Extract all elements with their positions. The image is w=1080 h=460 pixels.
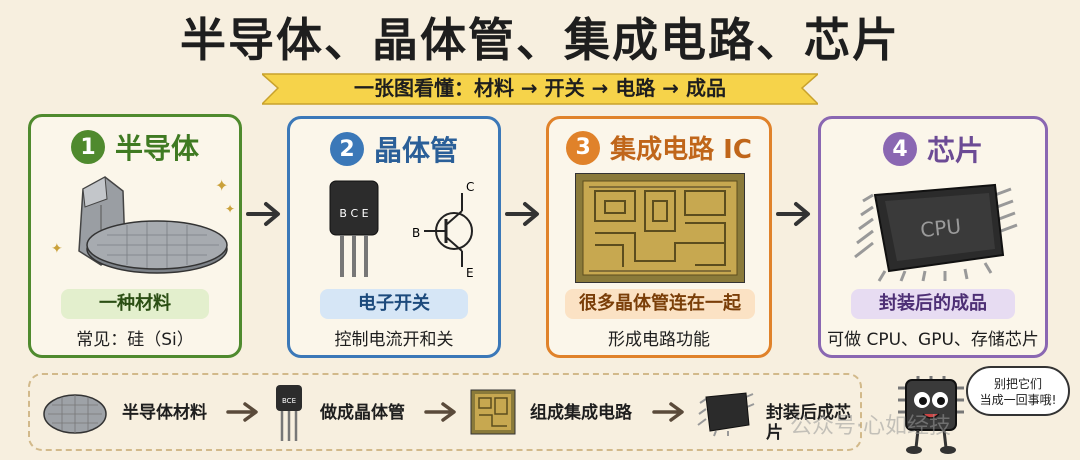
card-transistor: 2 晶体管 B C E B C E 电子开关 控制电流开和关	[287, 116, 501, 358]
arrow-right-icon	[424, 402, 456, 422]
transistor-pin-label: B C E	[339, 207, 368, 220]
flow-step-label: 做成晶体管	[320, 403, 405, 423]
arrow-right-icon	[246, 202, 280, 226]
transistor-mini-icon: BCE	[276, 385, 302, 441]
speech-line: 当成一回事哦!	[979, 393, 1057, 407]
card-description: 常见：硅（Si）	[76, 330, 194, 350]
mini-transistor-label: BCE	[282, 397, 296, 405]
transistor-collector-label: C	[466, 180, 474, 194]
card-description: 形成电路功能	[608, 330, 710, 350]
transistor-emitter-label: E	[466, 266, 474, 280]
integrated-circuit-illustration	[575, 173, 745, 283]
arrow-right-icon	[776, 202, 810, 226]
page-title: 半导体、晶体管、集成电路、芯片	[180, 13, 900, 67]
chip-label: CPU	[919, 214, 962, 242]
card-description: 可做 CPU、GPU、存储芯片	[827, 330, 1039, 350]
transistor-illustration: B C E B C E	[329, 180, 474, 280]
speech-bubble: 别把它们 当成一回事哦!	[966, 366, 1070, 416]
flow-step-label: 组成集成电路	[530, 403, 632, 423]
svg-text:✦: ✦	[51, 241, 63, 257]
flow-step-label: 半导体材料	[122, 403, 207, 423]
card-keyword-pill: 一种材料	[61, 289, 209, 319]
card-keyword-pill: 很多晶体管连在一起	[565, 289, 755, 319]
silicon-crystal-wafer-illustration: ✦ ✦ ✦	[51, 176, 235, 274]
card-description: 控制电流开和关	[334, 330, 454, 350]
card-name: 集成电路 IC	[610, 135, 752, 165]
card-title: 2 晶体管	[290, 129, 498, 169]
step-number-badge: 2	[329, 132, 364, 166]
speech-line: 别把它们	[993, 377, 1042, 391]
subtitle-ribbon	[262, 73, 818, 105]
bottom-flow-strip: 半导体材料 BCE 做成晶体管 组成集成电路 封装后成芯片	[28, 373, 862, 451]
step-number-badge: 3	[566, 130, 601, 165]
transistor-base-label: B	[412, 226, 420, 240]
card-keyword-pill: 电子开关	[320, 289, 468, 319]
svg-text:✦: ✦	[215, 176, 228, 195]
flow-step-label: 封装后成芯片	[766, 403, 851, 443]
watermark: 公众号·心如经技	[790, 414, 951, 439]
step-number-badge: 1	[70, 130, 105, 164]
arrow-right-icon	[226, 402, 258, 422]
wafer-mini-icon	[43, 394, 107, 434]
arrow-right-icon	[505, 202, 539, 226]
card-title: 3 集成电路 IC	[549, 129, 769, 166]
card-keyword-pill: 封装后的成品	[851, 289, 1015, 319]
card-chip: 4 芯片 CPU 封装后的成品 可做 CPU、GPU、存储芯片	[818, 116, 1048, 358]
cpu-chip-illustration: CPU	[854, 183, 1018, 282]
card-title: 1 半导体	[31, 127, 239, 167]
card-semiconductor: 1 半导体 ✦ ✦ ✦ 一种材料 常见：硅（Si）	[28, 114, 242, 358]
card-integrated-circuit: 3 集成电路 IC 很多晶体管连在一起 形成电路功能	[546, 116, 772, 358]
card-name: 芯片	[926, 134, 983, 167]
card-name: 晶体管	[373, 134, 458, 167]
svg-text:✦: ✦	[225, 202, 235, 216]
chip-mascot-icon	[898, 376, 964, 454]
step-number-badge: 4	[882, 132, 917, 166]
card-name: 半导体	[114, 132, 199, 165]
chip-mini-icon	[697, 392, 755, 437]
ic-mini-icon	[470, 389, 516, 435]
arrow-right-icon	[652, 402, 684, 422]
card-title: 4 芯片	[821, 129, 1045, 169]
subtitle: 一张图看懂：材料 → 开关 → 电路 → 成品	[353, 76, 727, 100]
